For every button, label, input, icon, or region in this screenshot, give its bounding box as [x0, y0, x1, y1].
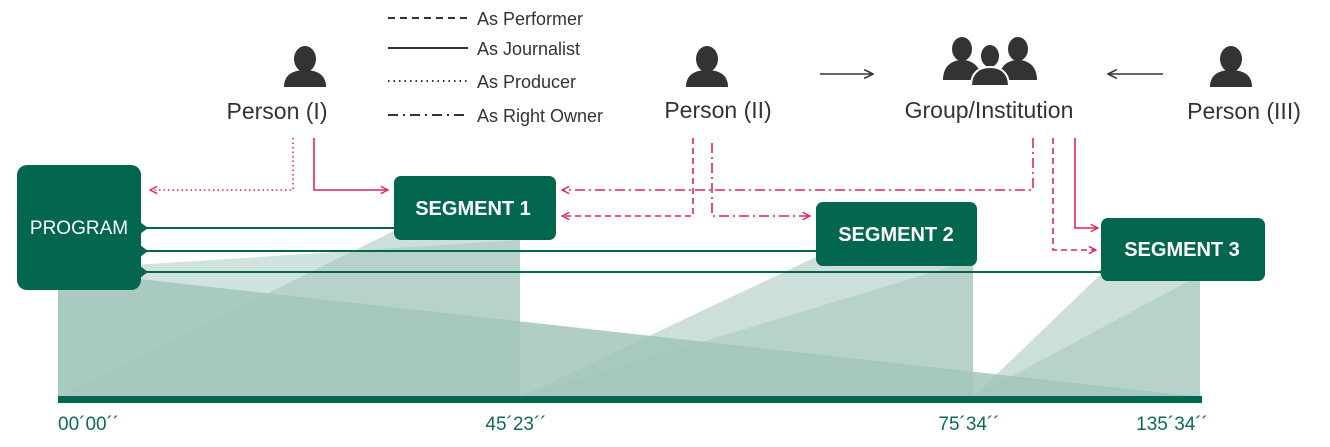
person-icon: [1210, 46, 1252, 87]
person-icon: [284, 46, 326, 87]
group-performer-line: [1052, 138, 1096, 250]
legend-performer-label: As Performer: [477, 9, 583, 29]
group-institution-label: Group/Institution: [905, 97, 1074, 123]
group-icon: [943, 37, 1037, 87]
segment-3-box: SEGMENT 3: [1098, 218, 1265, 281]
timeline-bar: [58, 396, 1202, 403]
tick-label-segment-2-end: 75´34´´: [938, 414, 999, 435]
projection-segment-3: [973, 275, 1200, 397]
projection-segment-1: [58, 228, 520, 397]
person3-journalist-line: [1074, 138, 1098, 228]
relation-lines: [150, 138, 1098, 250]
segment-1-box: SEGMENT 1: [392, 176, 556, 240]
segment-2-label: SEGMENT 2: [838, 224, 954, 246]
tick-label-end: 135´34´´: [1136, 414, 1208, 435]
segment-1-label: SEGMENT 1: [415, 198, 531, 220]
legend-rightowner-label: As Right Owner: [477, 106, 603, 126]
person-icon: [686, 46, 728, 87]
legend-journalist-label: As Journalist: [477, 39, 580, 59]
tick-label-start: 00´00´´: [58, 414, 119, 435]
program-connections: [146, 227, 1106, 273]
person-2-label: Person (II): [664, 97, 771, 123]
person-1-label: Person (I): [227, 98, 328, 124]
person-3-label: Person (III): [1187, 98, 1301, 124]
program-box: PROGRAM: [17, 165, 148, 290]
person2-performer-line: [562, 138, 694, 216]
person2-rightowner-line: [711, 143, 810, 216]
legend-producer-label: As Producer: [477, 72, 576, 92]
segment-2-box: SEGMENT 2: [814, 202, 977, 266]
tick-label-segment-1-end: 45´23´´: [485, 414, 546, 435]
person1-journalist-line: [313, 138, 388, 190]
legend: As Performer As Journalist As Producer A…: [388, 9, 603, 126]
person1-producer-line: [150, 138, 294, 190]
group-rightowner-line: [562, 138, 1034, 190]
segment-3-label: SEGMENT 3: [1124, 239, 1240, 261]
projection-segment-2: [520, 255, 973, 397]
timeline-projection: [58, 228, 1200, 397]
program-label: PROGRAM: [30, 218, 128, 239]
